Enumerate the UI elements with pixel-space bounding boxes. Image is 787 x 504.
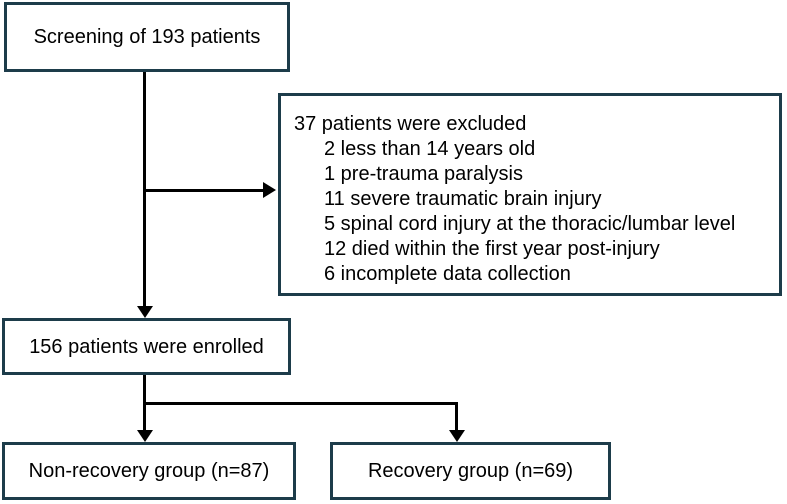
recovery-group-label: Recovery group (n=69) <box>367 460 574 482</box>
connector-split-to-recovery <box>455 402 458 430</box>
excluded-item: 11 severe traumatic brain injury <box>324 188 602 210</box>
non-recovery-group-label: Non-recovery group (n=87) <box>28 460 270 482</box>
arrowhead-down-icon <box>449 430 465 442</box>
excluded-title: 37 patients were excluded <box>294 113 527 135</box>
non-recovery-group-box: Non-recovery group (n=87) <box>2 442 296 500</box>
connector-branch-to-excluded <box>143 189 264 192</box>
recovery-group-box: Recovery group (n=69) <box>330 442 611 500</box>
excluded-item: 5 spinal cord injury at the thoracic/lum… <box>324 213 736 235</box>
arrowhead-right-icon <box>263 182 276 198</box>
screening-label: Screening of 193 patients <box>33 26 261 48</box>
excluded-item: 1 pre-trauma paralysis <box>324 163 523 185</box>
arrowhead-down-icon <box>137 430 153 442</box>
connector-split-horizontal <box>143 402 458 405</box>
excluded-item: 2 less than 14 years old <box>324 138 536 160</box>
excluded-box: 37 patients were excluded 2 less than 14… <box>278 93 782 296</box>
screening-box: Screening of 193 patients <box>4 2 290 72</box>
excluded-item: 6 incomplete data collection <box>324 263 571 285</box>
enrolled-box: 156 patients were enrolled <box>2 318 291 375</box>
excluded-item: 12 died within the first year post-injur… <box>324 238 660 260</box>
arrowhead-down-icon <box>137 306 153 318</box>
enrolled-label: 156 patients were enrolled <box>29 335 264 358</box>
